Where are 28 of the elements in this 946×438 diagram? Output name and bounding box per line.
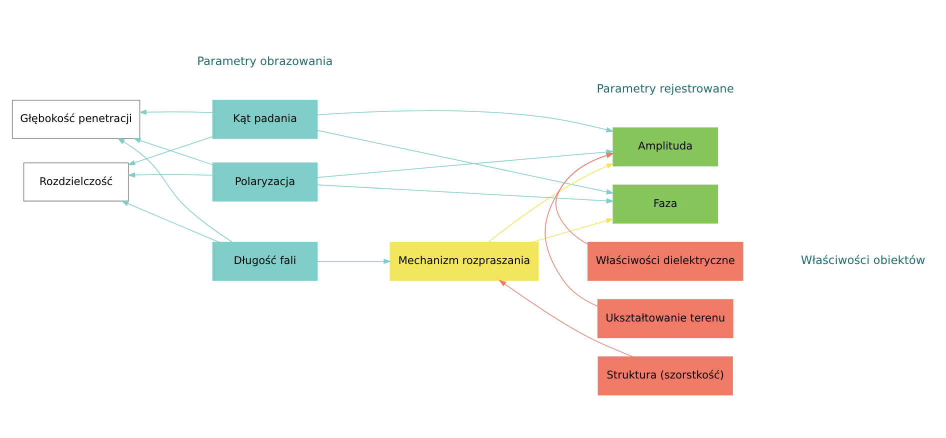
label: Parametry obrazowania [197,54,333,68]
arrow [555,152,614,245]
arrow [488,163,614,243]
node-box: Rozdzielczość [23,162,129,202]
label: Właściwości obiektów [800,253,926,268]
arrow [531,218,614,243]
node-box: Struktura (szorstkość) [598,356,733,396]
node-box: Mechanizm rozpraszania [390,242,539,281]
node-box: Polaryzacja [212,162,318,202]
arrow [544,152,614,307]
arrow [138,109,213,115]
arrow [498,280,634,358]
arrow [316,149,614,178]
arrow [317,110,614,132]
node-box: Głębokość penetracji [12,100,140,139]
node-box: Kąt padania [212,100,318,139]
node-box: Właściwości dielektryczne [588,242,744,281]
label: Parametry rejestrowane [596,81,734,96]
arrow [117,138,233,243]
arrow [120,200,220,243]
node-box: Ukształtowanie terenu [597,299,734,338]
node-box: Amplituda [612,127,718,166]
arrow [316,184,614,204]
arrow [317,258,392,264]
arrow [127,172,214,178]
node-box: Długość fali [212,242,318,281]
arrow [316,130,614,194]
node-box: Faza [612,184,718,224]
